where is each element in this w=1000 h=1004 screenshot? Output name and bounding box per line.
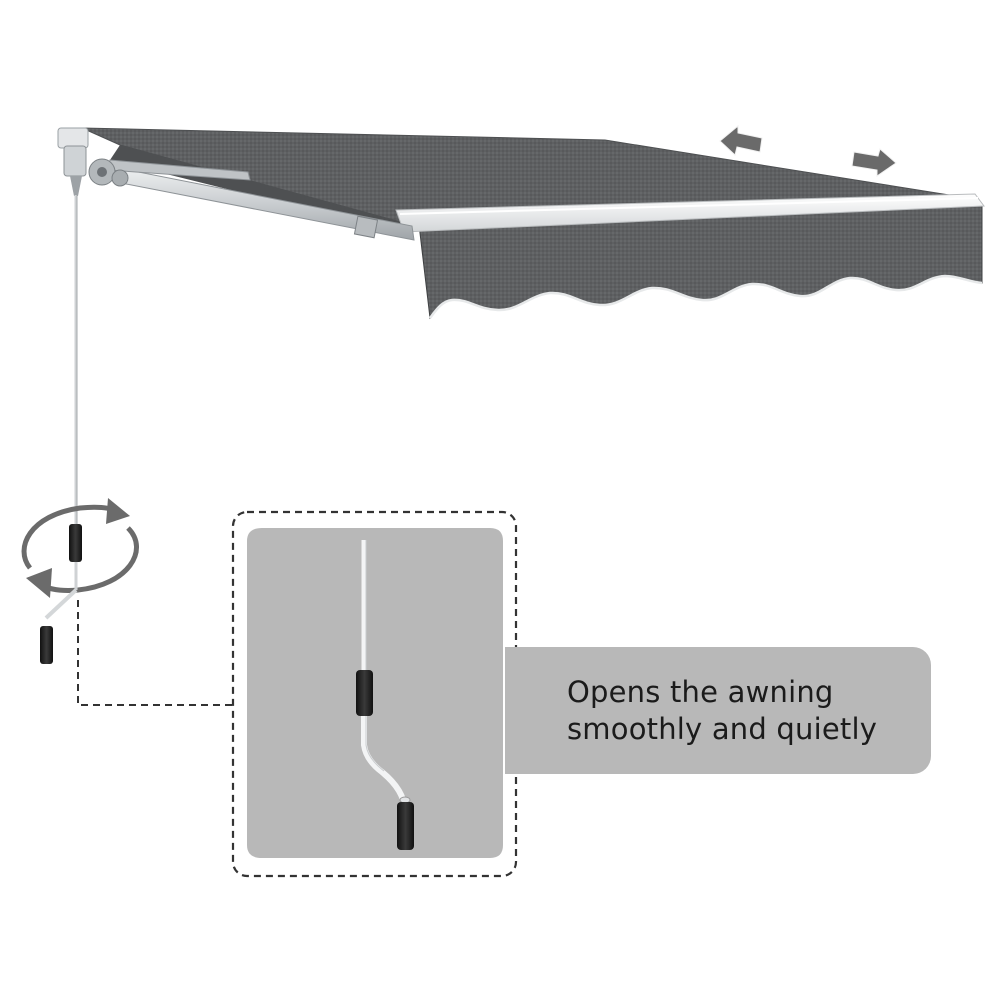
detail-crank-handle — [356, 540, 414, 850]
caption-line-2: smoothly and quietly — [567, 711, 878, 746]
caption: Opens the awning smoothly and quietly — [567, 674, 877, 748]
caption-line-1: Opens the awning — [567, 674, 834, 709]
detail-panel — [247, 528, 503, 858]
crank-handle-icon — [40, 524, 82, 664]
dashed-connector — [77, 600, 235, 706]
wall-bracket — [57, 127, 129, 196]
rotate-circular-arrows-icon — [21, 498, 139, 598]
caption-panel: Opens the awning smoothly and quietly — [505, 647, 931, 774]
valance-edge — [428, 274, 983, 319]
double-arrow-left-right-icon — [719, 124, 897, 177]
